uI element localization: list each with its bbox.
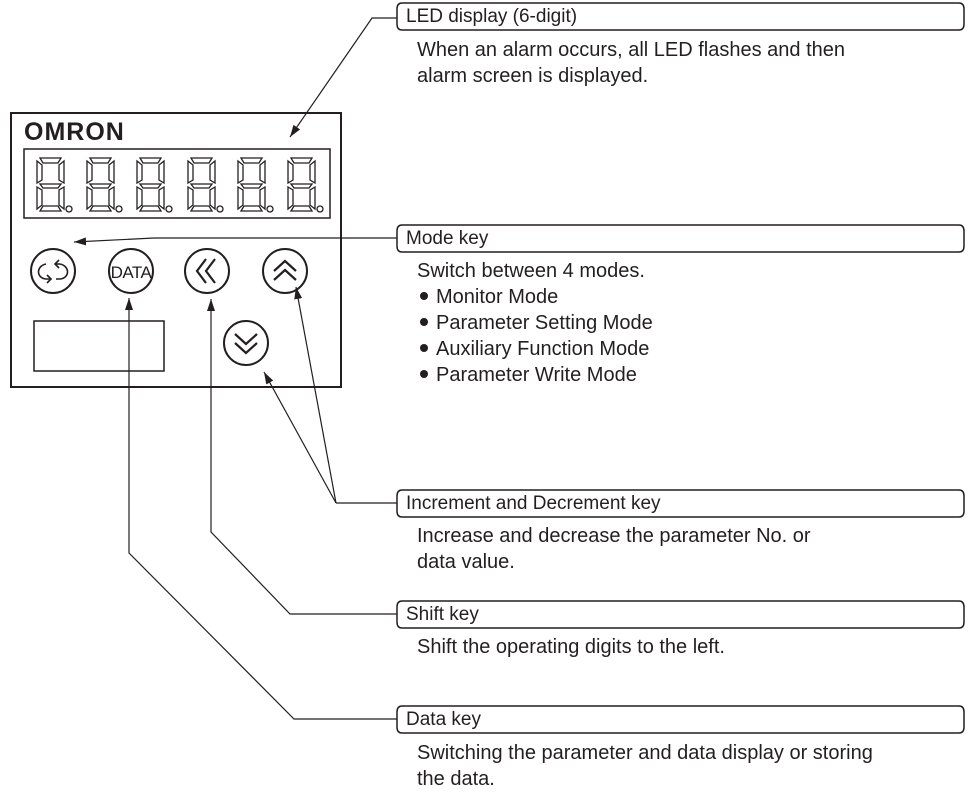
mode-list-item: Parameter Write Mode xyxy=(420,362,653,388)
description-line: Increase and decrease the parameter No. … xyxy=(417,525,811,547)
description-line: Switch between 4 modes. xyxy=(417,260,645,282)
bullet-icon xyxy=(420,291,428,300)
description-line: Shift the operating digits to the left. xyxy=(417,636,725,658)
double-chevron-left-icon xyxy=(195,258,216,284)
mode-arrows-icon xyxy=(37,259,69,284)
mode-list: Monitor Mode Parameter Setting Mode Auxi… xyxy=(420,284,653,388)
double-chevron-down-icon xyxy=(234,333,258,355)
mode-list-item: Auxiliary Function Mode xyxy=(420,336,653,362)
mode-key-frame xyxy=(396,224,965,253)
leader-lines xyxy=(73,17,397,720)
description-line: data value. xyxy=(417,551,515,573)
led-display-title: LED display (6-digit) xyxy=(406,6,578,27)
inc-dec-key-title: Increment and Decrement key xyxy=(406,493,661,514)
decrement-key[interactable] xyxy=(223,320,269,366)
data-key-description: Switching the parameter and data display… xyxy=(417,740,873,792)
mode-list-item-label: Parameter Write Mode xyxy=(436,364,637,386)
data-key-title: Data key xyxy=(406,709,481,730)
dec-leader xyxy=(263,371,337,504)
callout-frames xyxy=(396,2,965,734)
data-key-label: DATA xyxy=(111,263,153,282)
mode-list-item: Parameter Setting Mode xyxy=(420,310,653,336)
shift-leader xyxy=(207,299,397,615)
omron-logo: OMRON xyxy=(24,118,125,146)
bullet-icon xyxy=(420,369,428,378)
inc-dec-key-frame xyxy=(396,489,965,518)
shift-key-description: Shift the operating digits to the left. xyxy=(417,634,725,660)
description-line: When an alarm occurs, all LED flashes an… xyxy=(417,39,845,61)
mode-list-item-label: Monitor Mode xyxy=(436,286,559,308)
blank-label-area xyxy=(33,320,165,372)
bullet-icon xyxy=(420,317,428,326)
led-decimal-points xyxy=(65,205,324,213)
led-leader xyxy=(289,17,397,138)
led-display-description: When an alarm occurs, all LED flashes an… xyxy=(417,37,845,89)
description-line: Switching the parameter and data display… xyxy=(417,742,873,764)
shift-key[interactable] xyxy=(184,248,230,294)
mode-key[interactable] xyxy=(30,248,76,294)
led-display xyxy=(23,148,331,219)
inc-leader xyxy=(294,286,337,504)
description-line: alarm screen is displayed. xyxy=(417,65,649,87)
mode-leader xyxy=(73,237,397,246)
inc-dec-key-description: Increase and decrease the parameter No. … xyxy=(417,523,811,575)
shift-key-title: Shift key xyxy=(406,604,479,625)
mode-list-item-label: Parameter Setting Mode xyxy=(436,312,653,334)
data-key[interactable]: DATA xyxy=(108,248,154,294)
mode-list-item: Monitor Mode xyxy=(420,284,653,310)
data-key-frame xyxy=(396,705,965,734)
mode-key-description: Switch between 4 modes. xyxy=(417,258,645,284)
led-display-frame xyxy=(396,2,965,31)
mode-key-title: Mode key xyxy=(406,228,489,249)
double-chevron-up-icon xyxy=(273,259,297,281)
shift-key-frame xyxy=(396,600,965,629)
bullet-icon xyxy=(420,343,428,352)
data-key-leader xyxy=(125,298,397,720)
increment-key[interactable] xyxy=(262,248,308,294)
mode-list-item-label: Auxiliary Function Mode xyxy=(436,338,650,360)
description-line: the data. xyxy=(417,768,495,790)
